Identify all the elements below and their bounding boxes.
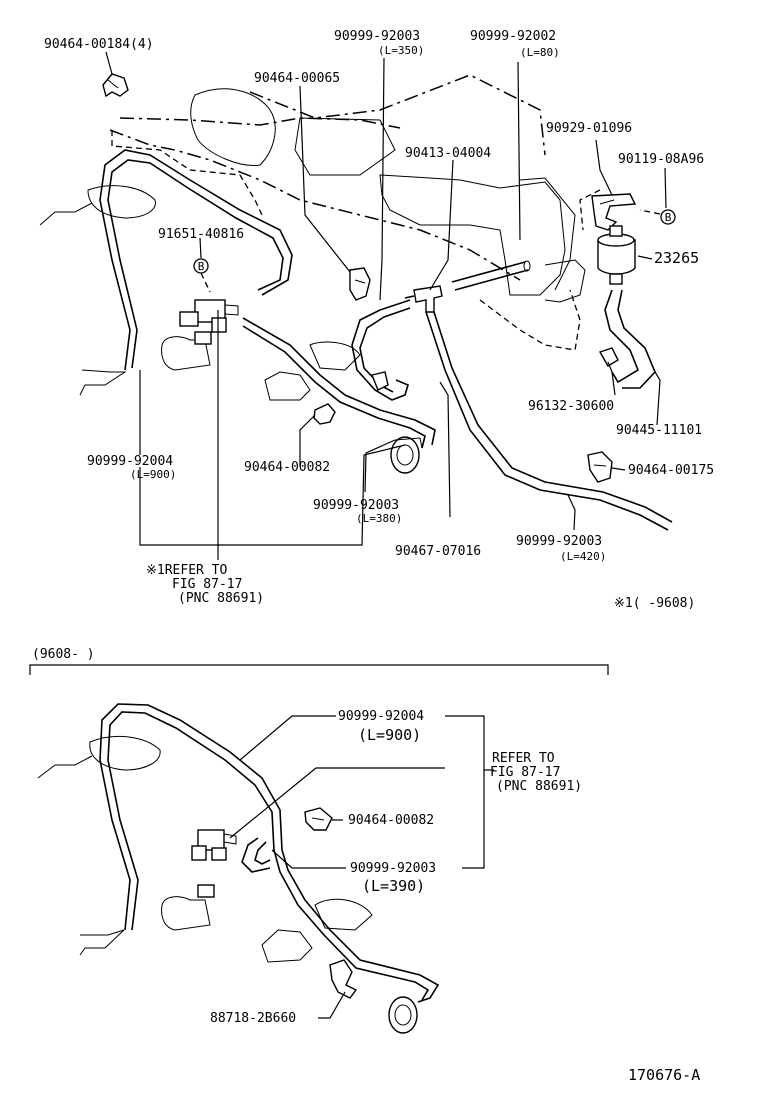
label-90999-92002: 90999-92002 bbox=[470, 29, 556, 44]
hose-tee-to-loop bbox=[404, 295, 415, 299]
hose-clamp-90464-00175 bbox=[587, 451, 613, 483]
hose-90445-11101 bbox=[604, 289, 656, 389]
refer-note-1-line3: (PNC 88691) bbox=[178, 591, 264, 606]
label-96132-30600: 96132-30600 bbox=[528, 399, 614, 414]
tee-fitting-90413-04004 bbox=[413, 285, 443, 313]
label-90119-08A96: 90119-08A96 bbox=[618, 152, 704, 167]
refer-note-2-line1: REFER TO bbox=[492, 751, 555, 766]
hose-clamp-loop bbox=[371, 371, 389, 391]
engine-detail-upper bbox=[264, 341, 361, 401]
hose-90999-92003-L420 bbox=[425, 311, 673, 531]
label-90999-92003-right: 90999-92003 bbox=[516, 534, 602, 549]
vacuum-switching-valve-lower bbox=[161, 829, 237, 931]
refer-note-1-line1: ※1REFER TO bbox=[146, 563, 228, 578]
hose-clamp-90464-00082-lower bbox=[304, 807, 333, 831]
label-90464-00175: 90464-00175 bbox=[628, 463, 714, 478]
bracket-90929-01096 bbox=[591, 193, 637, 231]
svg-text:B: B bbox=[665, 211, 672, 224]
bolt-marker-b-upper-left: B bbox=[193, 258, 209, 274]
label-91651-40816: 91651-40816 bbox=[158, 227, 244, 242]
refer-note-2-line3: (PNC 88691) bbox=[496, 779, 582, 794]
label-90999-92003-top: 90999-92003 bbox=[334, 29, 420, 44]
vacuum-valve-23265 bbox=[597, 225, 636, 285]
label-90467-07016: 90467-07016 bbox=[395, 544, 481, 559]
label-L80: (L=80) bbox=[520, 46, 560, 59]
intake-manifold-upper bbox=[190, 88, 586, 303]
vacuum-switching-valve-upper bbox=[161, 299, 239, 371]
label-23265: 23265 bbox=[654, 249, 699, 267]
label-90464-00082-bottom: 90464-00082 bbox=[348, 813, 434, 828]
label-90999-92003-mid: 90999-92003 bbox=[313, 498, 399, 513]
engine-detail-lower bbox=[261, 898, 373, 963]
label-90464-00184: 90464-00184(4) bbox=[44, 37, 154, 52]
section-bracket bbox=[29, 664, 609, 675]
figure-id: 170676-A bbox=[628, 1066, 700, 1084]
label-88718-2B660: 88718-2B660 bbox=[210, 1011, 296, 1026]
hose-clamp-88718-2B660 bbox=[329, 959, 358, 999]
label-90445-11101: 90445-11101 bbox=[616, 423, 702, 438]
label-90999-92004-left: 90999-92004 bbox=[87, 454, 173, 469]
hose-90999-92004-lower bbox=[37, 703, 440, 1003]
label-L420: (L=420) bbox=[560, 550, 606, 563]
label-90464-00082-top: 90464-00082 bbox=[244, 460, 330, 475]
hose-clamp-90464-00065 bbox=[349, 267, 371, 301]
label-L900-big: (L=900) bbox=[358, 726, 421, 744]
hose-90999-92002-L80 bbox=[451, 260, 531, 291]
label-90413-04004: 90413-04004 bbox=[405, 146, 491, 161]
vacuum-transmitting-valve-lower bbox=[388, 996, 418, 1034]
bolt-marker-b-upper-right: B bbox=[660, 209, 676, 225]
hose-clamp-96132-30600 bbox=[598, 347, 619, 367]
section-header-9608: (9608- ) bbox=[32, 647, 95, 662]
leader-lines-lower bbox=[229, 715, 494, 1019]
label-L380: (L=380) bbox=[356, 512, 402, 525]
refer-note-1-line2: FIG 87-17 bbox=[172, 577, 242, 592]
label-90999-92003-bottom: 90999-92003 bbox=[350, 861, 436, 876]
label-L350: (L=350) bbox=[378, 44, 424, 57]
vacuum-transmitting-valve-upper bbox=[390, 436, 423, 474]
hose-90999-92004-upper bbox=[39, 149, 293, 396]
engine-outline-upper bbox=[109, 74, 601, 351]
date-range-note: ※1( -9608) bbox=[614, 596, 695, 611]
label-L900-small: (L=900) bbox=[130, 468, 176, 481]
refer-note-2-line2: FIG 87-17 bbox=[490, 765, 560, 780]
label-L390: (L=390) bbox=[362, 877, 425, 895]
label-90999-92004-bottom: 90999-92004 bbox=[338, 709, 424, 724]
hose-90999-92003-L380 bbox=[242, 317, 436, 449]
label-90464-00065: 90464-00065 bbox=[254, 71, 340, 86]
hose-clamp-90464-00082-upper bbox=[313, 403, 336, 425]
label-90929-01096: 90929-01096 bbox=[546, 121, 632, 136]
hose-90999-92003-L390 bbox=[241, 837, 271, 873]
hose-clamp-90464-00184 bbox=[102, 73, 129, 98]
leader-lines-upper bbox=[105, 51, 667, 560]
svg-text:B: B bbox=[198, 260, 205, 273]
